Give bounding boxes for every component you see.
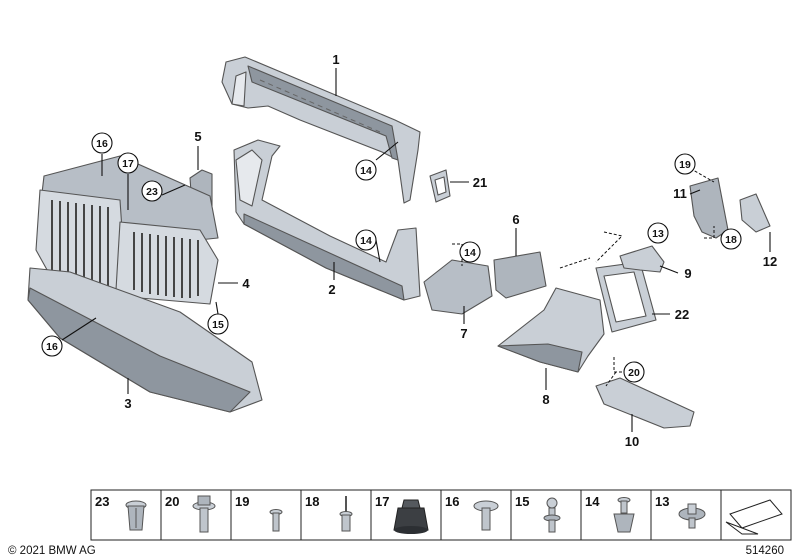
callout-9: 9 bbox=[684, 266, 691, 281]
fastener-number: 14 bbox=[585, 494, 600, 509]
circled-callout-18: 18 bbox=[725, 234, 737, 246]
circled-callout-20: 20 bbox=[628, 367, 640, 379]
callout-11: 11 bbox=[673, 186, 687, 201]
flange-bolt-icon bbox=[192, 495, 216, 533]
fastener-number: 17 bbox=[375, 494, 389, 509]
callout-4: 4 bbox=[242, 276, 250, 291]
fastener-number: 18 bbox=[305, 494, 319, 509]
arrow-symbol-icon bbox=[725, 499, 783, 535]
callout-2: 2 bbox=[328, 282, 335, 297]
part-12-air-guide bbox=[739, 193, 771, 233]
part-9-bracket bbox=[619, 245, 665, 273]
spreader-nut-icon bbox=[678, 503, 706, 529]
circled-callout-14-middle: 14 bbox=[360, 235, 372, 247]
fastener-table: 23 20 19 18 17 16 15 14 13 bbox=[90, 489, 792, 541]
part-11-air-guide bbox=[689, 177, 729, 239]
fastener-number: 20 bbox=[165, 494, 179, 509]
leader-lines bbox=[61, 68, 771, 432]
fastener-number: 16 bbox=[445, 494, 459, 509]
part-7-air-duct bbox=[423, 259, 493, 315]
diagram-number: 514260 bbox=[746, 545, 784, 557]
callout-7: 7 bbox=[460, 326, 467, 341]
copyright-text: © 2021 BMW AG bbox=[8, 545, 96, 557]
part-22-frame bbox=[595, 261, 657, 333]
callout-5: 5 bbox=[194, 129, 201, 144]
callout-22: 22 bbox=[675, 307, 689, 322]
part-8-air-duct bbox=[497, 287, 605, 373]
part-3-lower-duct bbox=[27, 267, 263, 413]
part-2-front-carrier bbox=[233, 139, 421, 301]
circled-callout-19: 19 bbox=[679, 159, 691, 171]
callout-numbers: 1 2 3 4 5 6 7 8 9 10 11 12 21 22 bbox=[124, 52, 777, 449]
part-10-bracket bbox=[595, 377, 695, 429]
ball-stud-icon bbox=[543, 497, 561, 533]
circled-callout-16-bottom: 16 bbox=[46, 341, 58, 353]
part-4-kidney-grille bbox=[35, 189, 219, 305]
callout-12: 12 bbox=[763, 254, 777, 269]
circled-callout-13: 13 bbox=[652, 228, 664, 240]
fastener-number: 15 bbox=[515, 494, 529, 509]
blind-rivet-icon bbox=[339, 496, 353, 532]
callout-3: 3 bbox=[124, 396, 131, 411]
rubber-mount-icon bbox=[393, 499, 429, 534]
circled-callout-17: 17 bbox=[122, 158, 134, 170]
circled-callout-14-upper: 14 bbox=[360, 165, 372, 177]
callout-1: 1 bbox=[332, 52, 339, 67]
callout-6: 6 bbox=[512, 212, 519, 227]
circled-callout-16-top: 16 bbox=[96, 138, 108, 150]
circled-callouts: 16 17 23 15 16 14 14 14 13 19 18 20 bbox=[41, 132, 742, 383]
callout-10: 10 bbox=[625, 434, 639, 449]
callout-21: 21 bbox=[473, 175, 487, 190]
expanding-rivet-icon bbox=[125, 500, 147, 531]
push-rivet-icon bbox=[269, 509, 283, 532]
fastener-number: 23 bbox=[95, 494, 109, 509]
washer-screw-icon bbox=[473, 500, 499, 531]
circled-callout-15: 15 bbox=[212, 319, 224, 331]
part-6-air-duct bbox=[493, 251, 547, 299]
callout-8: 8 bbox=[542, 392, 549, 407]
part-1-upper-carrier bbox=[221, 56, 421, 204]
fastener-number: 13 bbox=[655, 494, 669, 509]
circled-callout-14-right: 14 bbox=[464, 247, 476, 259]
circled-callout-23: 23 bbox=[146, 186, 158, 198]
fastener-number: 19 bbox=[235, 494, 249, 509]
clip-screw-icon bbox=[613, 497, 635, 533]
